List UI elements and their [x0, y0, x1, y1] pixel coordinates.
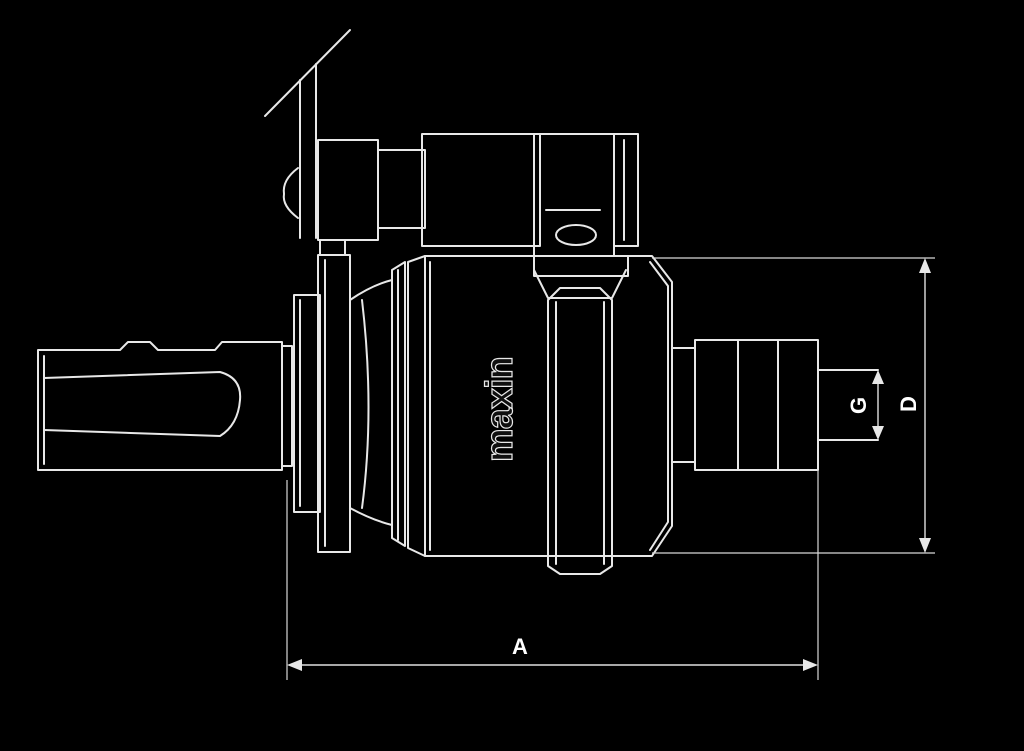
- flange: [293, 239, 351, 553]
- top-clamp: [264, 29, 639, 277]
- dimension-a-label: A: [512, 634, 528, 659]
- dimension-a: [286, 470, 819, 680]
- dimension-d: [652, 257, 935, 554]
- main-body: [407, 255, 673, 557]
- threaded-spigot: [671, 339, 879, 471]
- dimension-g-label: G: [846, 397, 871, 414]
- adjustment-slot: [533, 269, 627, 575]
- dimension-d-label: D: [896, 396, 921, 412]
- dimension-g: [872, 370, 884, 440]
- taper-shank: [37, 341, 293, 471]
- grooved-neck: [349, 261, 406, 547]
- brand-logo: maxin: [479, 357, 521, 462]
